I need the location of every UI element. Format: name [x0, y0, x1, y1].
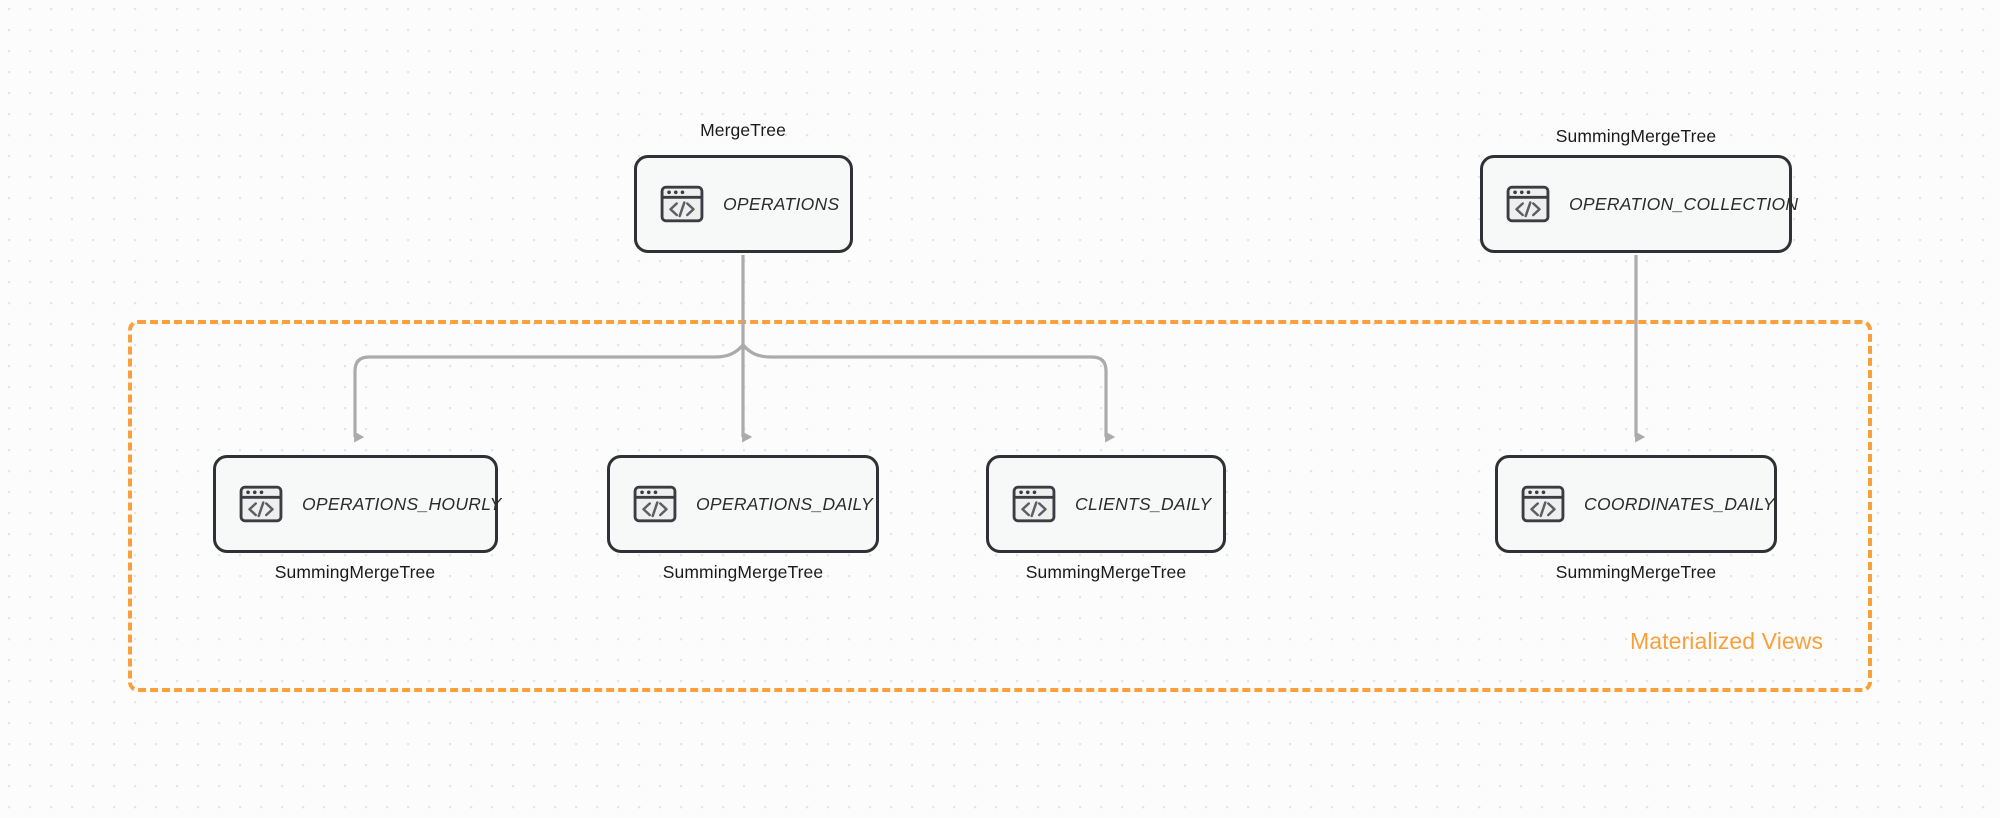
- caption-coordinates-daily-engine: SummingMergeTree: [1555, 562, 1717, 582]
- caption-operations-engine: MergeTree: [700, 120, 786, 140]
- node-clients-daily[interactable]: CLIENTS_DAILY: [986, 455, 1226, 553]
- code-window-icon: [239, 485, 283, 523]
- node-label: OPERATIONS_DAILY: [696, 493, 873, 514]
- node-label: COORDINATES_DAILY: [1584, 493, 1775, 514]
- code-window-icon: [1506, 185, 1550, 223]
- caption-operations-daily-engine: SummingMergeTree: [662, 562, 824, 582]
- node-coordinates-daily[interactable]: COORDINATES_DAILY: [1495, 455, 1777, 553]
- code-window-icon: [660, 185, 704, 223]
- node-operations-hourly[interactable]: OPERATIONS_HOURLY: [213, 455, 501, 553]
- code-window-icon: [1012, 485, 1056, 523]
- materialized-views-label: Materialized Views: [1630, 628, 1824, 654]
- node-label: OPERATIONS: [723, 193, 840, 214]
- caption-operations-hourly-engine: SummingMergeTree: [274, 562, 436, 582]
- code-window-icon: [633, 485, 677, 523]
- caption-operation-collection-engine: SummingMergeTree: [1555, 126, 1717, 146]
- node-label: OPERATION_COLLECTION: [1569, 193, 1799, 214]
- caption-clients-daily-engine: SummingMergeTree: [1025, 562, 1187, 582]
- node-label: CLIENTS_DAILY: [1075, 493, 1212, 514]
- node-operation-collection[interactable]: OPERATION_COLLECTION: [1480, 155, 1798, 253]
- code-window-icon: [1521, 485, 1565, 523]
- node-operations-daily[interactable]: OPERATIONS_DAILY: [607, 455, 879, 553]
- materialized-views-group: [128, 320, 1872, 692]
- node-label: OPERATIONS_HOURLY: [302, 493, 502, 514]
- node-operations[interactable]: OPERATIONS: [634, 155, 853, 253]
